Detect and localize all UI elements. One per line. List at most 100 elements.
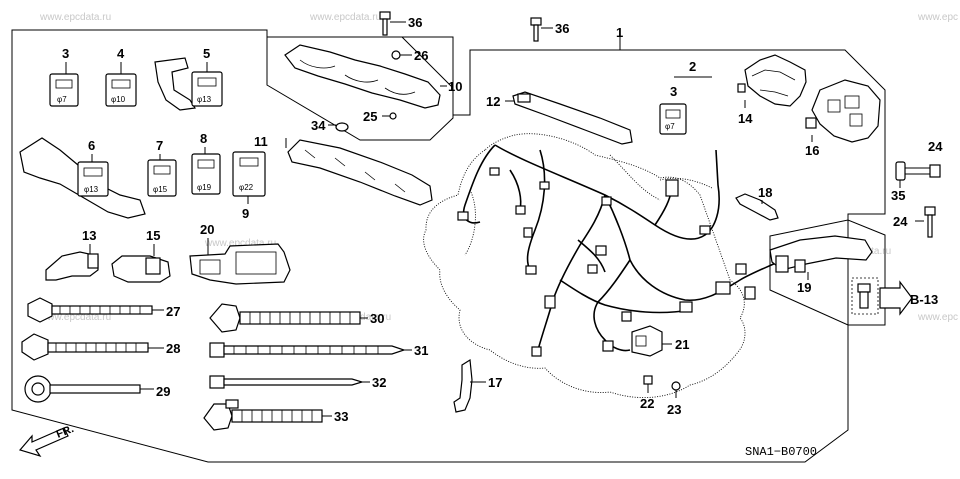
callout-28: 28 [166, 341, 180, 356]
sensor-21 [631, 325, 663, 357]
callout-27: 27 [166, 304, 180, 319]
bolt-36-right [530, 17, 553, 42]
callout-7: 7 [156, 138, 163, 153]
arrow-icon [879, 280, 913, 316]
callout-17: 17 [488, 375, 502, 390]
callout-29: 29 [156, 384, 170, 399]
cable-tie-28 [21, 333, 149, 361]
engine-outline [423, 133, 746, 399]
watermark: www.epcdata.ru [39, 312, 111, 323]
connector-cover-7 [147, 159, 177, 197]
watermark: www.epc [917, 312, 958, 323]
callout-24: 24 [928, 139, 943, 154]
clip-15 [111, 255, 171, 283]
callout-4: 4 [117, 46, 125, 61]
callout-13: 13 [82, 228, 96, 243]
clip-25 [389, 112, 397, 120]
cable-tie-27 [27, 297, 153, 323]
callout-2: 2 [689, 59, 696, 74]
callout-25: 25 [363, 109, 377, 124]
clip-13 [45, 251, 99, 281]
callout-24: 24 [893, 214, 908, 229]
size-label: φ19 [197, 183, 212, 192]
bolt-24-upper [905, 164, 941, 178]
callout-6: 6 [88, 138, 95, 153]
callout-1: 1 [616, 25, 623, 40]
harness-cover-12 [512, 91, 633, 145]
bracket-11 [287, 139, 433, 206]
connector-cover-8 [191, 153, 221, 195]
bolt-36-left [379, 11, 406, 36]
engine-detail [464, 154, 713, 256]
size-label: φ13 [197, 95, 212, 104]
cable-tie-31 [209, 342, 406, 358]
callout-22: 22 [640, 396, 654, 411]
callout-20: 20 [200, 222, 214, 237]
callout-8: 8 [200, 131, 207, 146]
watermark: www.epcdata.ru [309, 12, 381, 23]
callout-32: 32 [372, 375, 386, 390]
bolt-24-lower [924, 206, 936, 238]
size-label: φ15 [153, 185, 168, 194]
callout-33: 33 [334, 409, 348, 424]
watermark: www.epcdata.ru [204, 238, 276, 249]
subframe-10 [266, 36, 454, 141]
cable-tie-29 [24, 375, 141, 403]
size-label: φ7 [57, 95, 67, 104]
b13-ref-box [851, 277, 879, 315]
watermark: www.epcdata.ru [39, 12, 111, 23]
bracket-18 [735, 193, 779, 221]
callout-9: 9 [242, 206, 249, 221]
nut-23 [671, 381, 681, 391]
bracket-17 [453, 358, 473, 413]
callout-5: 5 [203, 46, 210, 61]
callout-3: 3 [62, 46, 69, 61]
watermark: www.epc [917, 12, 958, 23]
size-label: φ13 [84, 185, 99, 194]
reference-b13[interactable]: B-13 [910, 292, 938, 307]
callout-34: 34 [311, 118, 326, 133]
subframe-19 [769, 219, 886, 326]
size-label: φ10 [111, 95, 126, 104]
callout-21: 21 [675, 337, 689, 352]
front-direction-arrow-icon [18, 427, 69, 458]
callout-35: 35 [891, 188, 905, 203]
callout-30: 30 [370, 311, 384, 326]
callout-3: 3 [670, 84, 677, 99]
size-label: φ22 [239, 183, 254, 192]
connector-cover-5 [154, 57, 197, 111]
harness-cover-10 [284, 44, 441, 109]
diagram-code: SNA1−B0700 [745, 445, 817, 459]
callout-15: 15 [146, 228, 160, 243]
callout-14: 14 [738, 111, 753, 126]
harness-connector [457, 211, 469, 221]
callout-19: 19 [797, 280, 811, 295]
cable-tie-30 [209, 303, 361, 333]
callout-12: 12 [486, 94, 500, 109]
callout-10: 10 [448, 79, 462, 94]
clip-22 [643, 375, 653, 385]
callout-11: 11 [254, 134, 268, 149]
holder-20 [189, 243, 291, 285]
bracket-14 [744, 54, 807, 107]
callout-36: 36 [408, 15, 422, 30]
cable-tie-33 [203, 399, 323, 431]
callout-23: 23 [667, 402, 681, 417]
relay-box-16 [811, 79, 881, 143]
connector-cover-3 [49, 73, 79, 107]
connector-3-detail [659, 103, 687, 135]
washer-34 [335, 122, 349, 132]
connector-cover-4 [105, 73, 137, 107]
callout-18: 18 [758, 185, 772, 200]
nut-26 [391, 50, 401, 60]
outer-frame [11, 29, 886, 463]
callout-31: 31 [414, 343, 428, 358]
connector-cover-9 [232, 151, 266, 197]
main-wire-harness [457, 144, 779, 357]
callout-36: 36 [555, 21, 569, 36]
grommet-35 [895, 161, 906, 181]
callout-16: 16 [805, 143, 819, 158]
cable-tie-32 [209, 375, 365, 389]
size-label: φ7 [665, 122, 675, 131]
